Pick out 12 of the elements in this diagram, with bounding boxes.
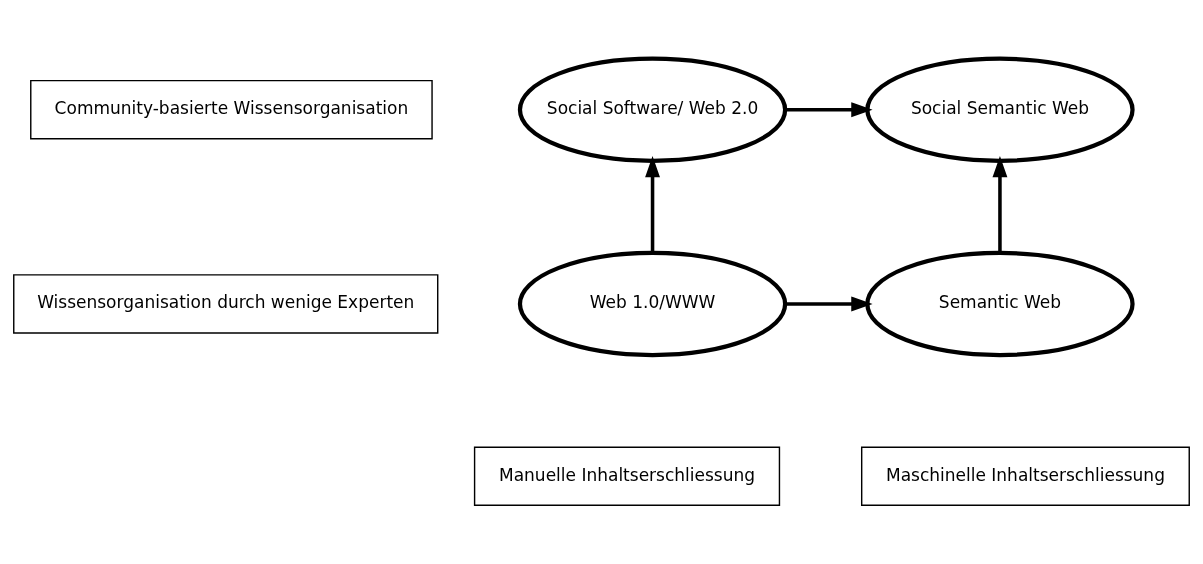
arrow <box>645 156 660 253</box>
node-ellipse: Web 1.0/WWW <box>517 250 788 358</box>
node-ellipse: Social Software/ Web 2.0 <box>517 56 788 163</box>
node-box: Maschinelle Inhaltserschliessung <box>861 446 1190 507</box>
arrow <box>992 156 1008 253</box>
node-ellipse: Social Semantic Web <box>865 56 1135 163</box>
node-box: Wissensorganisation durch wenige Experten <box>13 274 439 334</box>
arrow <box>785 296 873 312</box>
node-ellipse: Semantic Web <box>865 250 1135 358</box>
node-box: Manuelle Inhaltserschliessung <box>473 446 781 507</box>
arrow <box>785 102 873 118</box>
node-box: Community-basierte Wissensorganisation <box>30 79 433 140</box>
